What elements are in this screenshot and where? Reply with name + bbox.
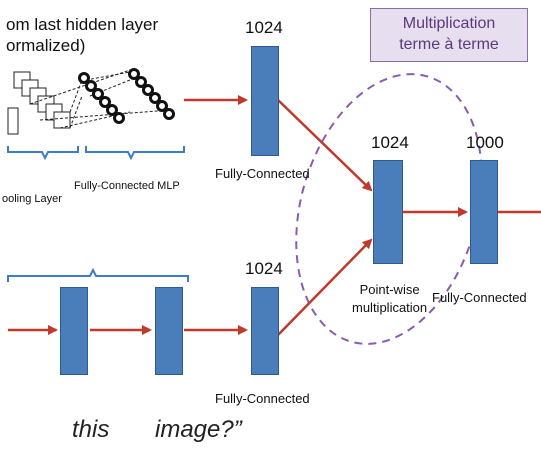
fc-bottom-size: 1024 <box>245 259 283 278</box>
fc-top-block <box>251 46 279 156</box>
bottom-block-1 <box>60 287 88 375</box>
merge-label-line-1: Point-wise <box>359 282 420 297</box>
out-block <box>470 160 498 264</box>
merge-label-line-2: multiplication <box>352 300 428 315</box>
fc-bottom-label: Fully-Connected <box>215 391 310 406</box>
pooling-layer-label: ooling Layer <box>2 193 62 205</box>
neuron-circles <box>78 68 175 124</box>
pooling-bracket <box>7 146 79 161</box>
merge-block <box>373 160 403 264</box>
out-label: Fully-Connected <box>432 290 527 305</box>
bottom-block-2 <box>155 287 183 375</box>
cnn-sketch-icon <box>7 69 171 135</box>
arrows <box>8 95 541 336</box>
caption-line-1: om last hidden layer <box>6 15 159 34</box>
bottom-word-2: image?” <box>155 416 242 443</box>
mlp-label: Fully-Connected MLP <box>74 180 180 192</box>
fc-top-label: Fully-Connected <box>215 166 310 181</box>
caption-line-2: ormalized) <box>6 36 86 55</box>
merge-label: Point-wise multiplication <box>352 281 427 317</box>
bottom-word-1: this <box>72 416 110 443</box>
callout-line-1: Multiplication <box>402 15 496 32</box>
out-size: 1000 <box>466 133 504 152</box>
mlp-bracket <box>85 146 185 161</box>
fc-bottom-block <box>251 287 279 375</box>
top-left-caption: om last hidden layer ormalized) <box>6 14 158 56</box>
bottom-bracket <box>7 267 189 282</box>
merge-size: 1024 <box>371 133 409 152</box>
callout-line-2: terme à terme <box>399 36 499 53</box>
fc-top-size: 1024 <box>245 18 283 37</box>
multiplication-callout: Multiplication terme à terme <box>370 8 528 62</box>
